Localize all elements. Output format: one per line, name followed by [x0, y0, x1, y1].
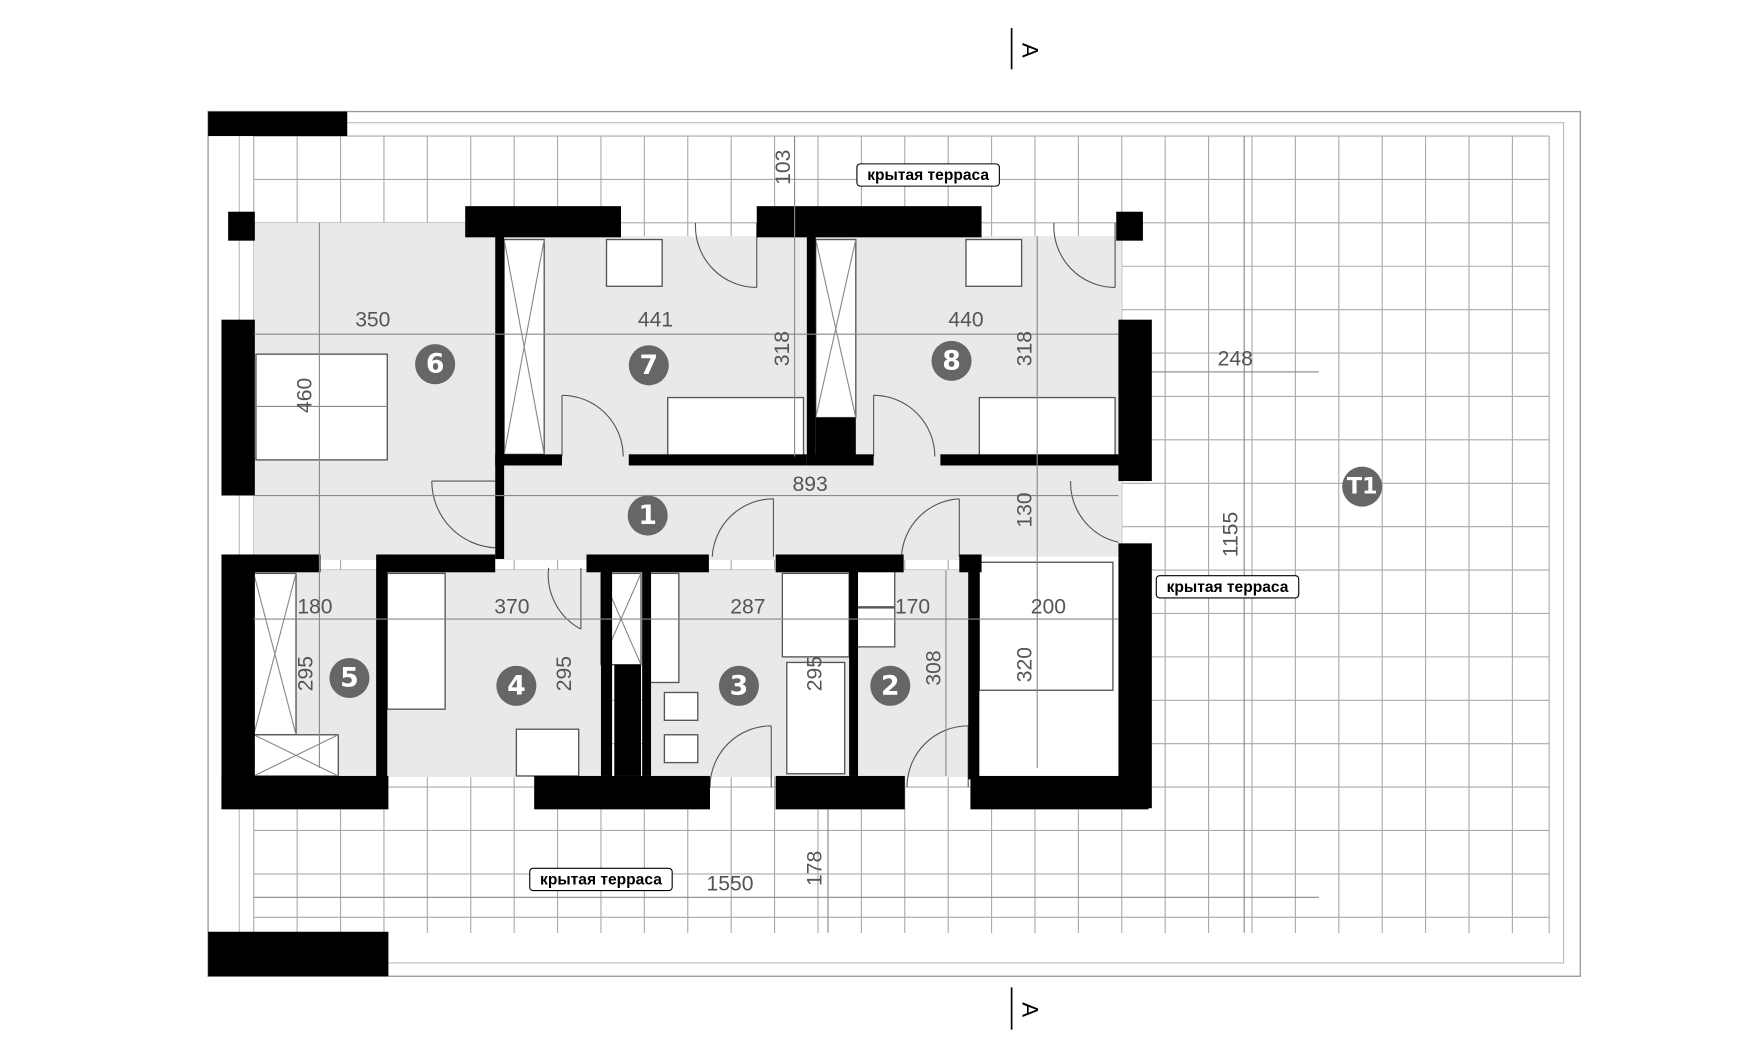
dimension-label: 103 — [772, 150, 795, 185]
dimension-label: 180 — [297, 595, 332, 618]
dimension-label: 295 — [295, 656, 318, 691]
terrace-labels: крытая терраса крытая терраса крытая тер… — [529, 163, 1300, 892]
section-mark-top: A — [1017, 43, 1042, 58]
dimension-label: 440 — [948, 308, 983, 331]
dryer — [854, 607, 896, 648]
room-marker-3: 3 — [718, 665, 759, 706]
room-marker-8: 8 — [931, 340, 972, 381]
room-number: 3 — [730, 670, 749, 701]
room-marker-6: 6 — [415, 344, 456, 385]
room-number: 6 — [426, 349, 445, 380]
dimension-label: 295 — [803, 656, 826, 691]
shower — [781, 572, 850, 658]
dimension-label: 1550 — [707, 873, 754, 896]
section-mark-bottom: A — [1017, 1002, 1042, 1017]
dimension-label: 1155 — [1220, 512, 1243, 557]
room-marker-1: 1 — [627, 495, 668, 536]
dimension-label: 308 — [922, 650, 945, 685]
room-marker-4: 4 — [496, 665, 537, 706]
terrace-marker-t1: T1 — [1342, 466, 1383, 507]
room-marker-7: 7 — [628, 345, 669, 386]
room-marker-5: 5 — [329, 657, 370, 699]
toilet — [663, 691, 699, 721]
dimension-label: 320 — [1014, 647, 1037, 682]
utility-shaft — [614, 664, 642, 776]
terrace-inner-outline — [238, 122, 1565, 964]
room-markers: 1 2 3 4 5 6 7 8 T1 — [329, 340, 1383, 706]
dimension-label: 893 — [793, 473, 828, 496]
dimension-label: 441 — [638, 308, 673, 331]
dimension-label: 295 — [553, 656, 576, 691]
single-bed — [978, 396, 1116, 457]
room-number: 4 — [507, 670, 526, 701]
desk — [965, 238, 1023, 287]
dimension-label: 178 — [803, 851, 826, 886]
terrace-label: крытая терраса — [540, 872, 662, 889]
washing-machine — [854, 567, 896, 608]
dimensions: 350 441 440 318 318 460 248 893 130 1155… — [294, 150, 1253, 896]
room-number: 8 — [942, 345, 961, 376]
desk — [515, 728, 580, 777]
terrace-label: крытая терраса — [867, 167, 989, 184]
furniture — [253, 238, 1116, 777]
dimension-label: 318 — [771, 331, 794, 366]
room-number: 5 — [340, 663, 359, 694]
single-bed — [386, 572, 446, 710]
room-marker-2: 2 — [870, 665, 911, 706]
dimension-label: 200 — [1031, 595, 1066, 618]
dimension-label: 248 — [1218, 347, 1253, 370]
vanity — [649, 572, 680, 684]
stairs — [978, 561, 1114, 691]
terrace-id: T1 — [1347, 474, 1378, 500]
dimension-label: 350 — [355, 308, 390, 331]
single-bed — [667, 396, 805, 457]
dimension-label: 170 — [895, 595, 930, 618]
room-number: 1 — [638, 500, 657, 531]
section-marks: A A — [1010, 28, 1042, 1030]
terrace-label: крытая терраса — [1167, 579, 1289, 596]
desk — [605, 238, 663, 287]
dimension-label: 370 — [494, 595, 529, 618]
room-number: 2 — [881, 670, 900, 701]
room-number: 7 — [640, 350, 659, 381]
dimension-label: 460 — [294, 378, 317, 413]
dimension-label: 130 — [1014, 492, 1037, 527]
dimension-lines — [253, 136, 1319, 933]
dimension-label: 287 — [730, 595, 765, 618]
bidet — [663, 734, 699, 764]
bathtub — [786, 661, 846, 775]
dimension-label: 318 — [1014, 331, 1037, 366]
